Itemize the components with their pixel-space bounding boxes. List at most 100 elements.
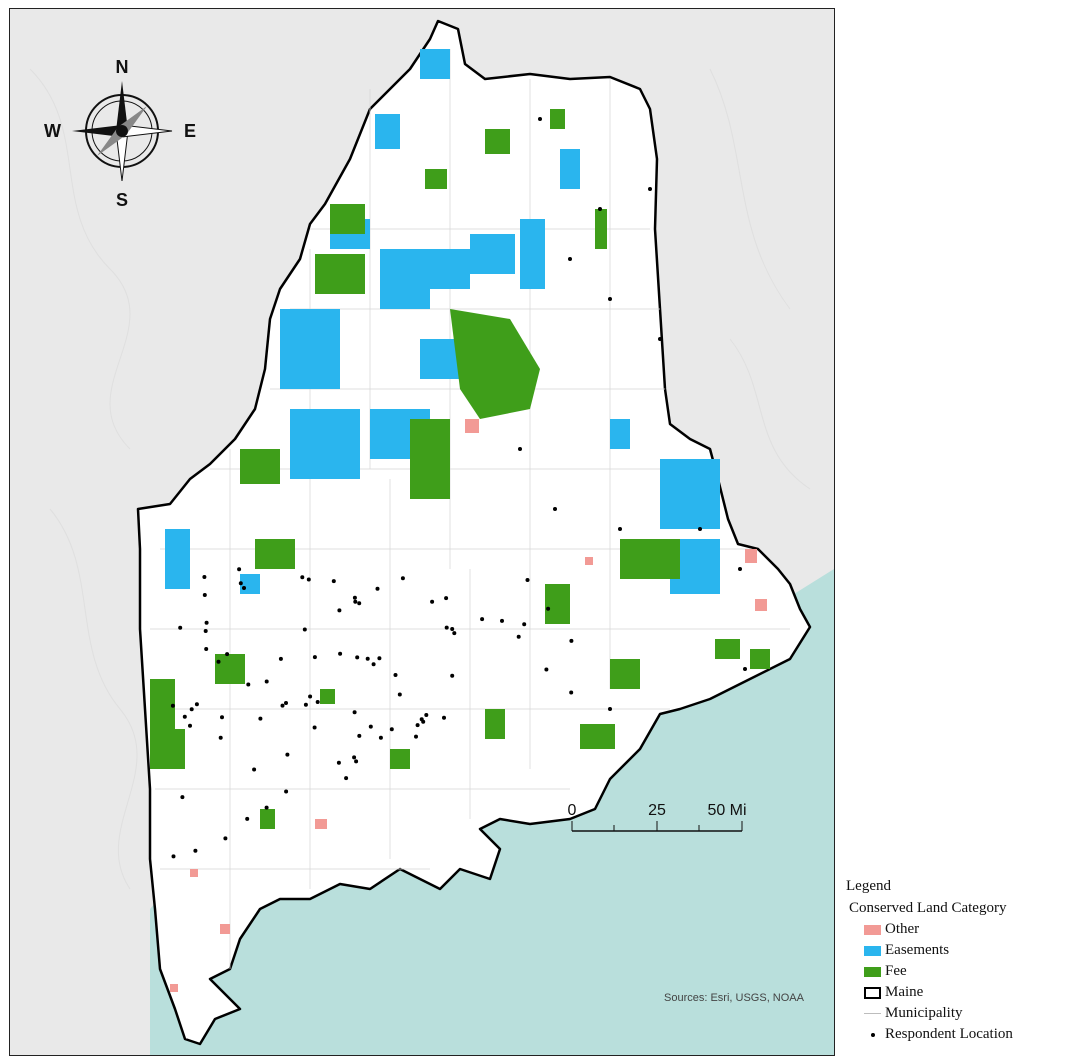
respondent-dot: [302, 627, 307, 632]
legend-item-other: Other: [846, 919, 1061, 940]
respondent-dot: [264, 805, 269, 810]
respondent-dot: [193, 848, 198, 853]
legend-subtitle: Conserved Land Category: [849, 900, 1007, 916]
respondent-dot: [171, 854, 176, 859]
respondent-dot: [194, 702, 199, 707]
respondent-dot: [450, 673, 455, 678]
respondent-dot: [608, 297, 612, 301]
compass-north-label: N: [116, 57, 129, 77]
respondent-dot: [278, 656, 283, 661]
respondent-dot: [377, 656, 382, 661]
respondent-dot: [500, 618, 504, 623]
respondent-dot: [378, 735, 383, 740]
respondent-dot: [598, 207, 602, 211]
scale-label-25: 25: [648, 802, 666, 819]
respondent-dot: [352, 710, 357, 715]
respondent-dot: [444, 596, 449, 601]
respondent-dot: [430, 599, 435, 604]
respondent-dot: [300, 575, 305, 580]
legend-title: Legend: [846, 878, 891, 894]
respondent-dot: [538, 117, 542, 121]
compass-west-label: W: [44, 121, 61, 141]
compass-south-label: S: [116, 190, 128, 210]
respondent-dot: [284, 701, 288, 705]
legend-item-respondent: Respondent Location: [846, 1024, 1061, 1045]
state-outline-icon: [864, 986, 881, 999]
respondent-dot: [442, 715, 446, 720]
respondent-dot: [375, 586, 380, 591]
legend-label-other: Other: [885, 921, 920, 937]
respondent-dot: [522, 622, 527, 627]
respondent-dot: [424, 713, 429, 717]
legend-item-municipality: Municipality: [846, 1003, 1061, 1024]
respondent-dot: [738, 567, 742, 571]
respondent-dot: [568, 257, 572, 261]
respondent-dot: [365, 656, 370, 661]
cyan-swatch-icon: [864, 945, 881, 956]
respondent-dot: [180, 795, 185, 800]
legend-item-maine: Maine: [846, 982, 1061, 1003]
respondent-dot: [397, 692, 402, 697]
legend-label-municipality: Municipality: [885, 1005, 963, 1021]
respondent-dot: [220, 715, 224, 720]
respondent-dot: [618, 527, 622, 531]
respondent-dot: [569, 690, 574, 695]
respondent-dot: [315, 700, 320, 704]
respondent-dot: [400, 576, 405, 581]
respondent-dot: [518, 447, 522, 451]
scale-bar: 0 25 50 Mi: [568, 802, 747, 832]
respondent-dot: [452, 631, 457, 636]
respondent-dot: [284, 789, 289, 794]
respondent-dot: [182, 714, 187, 719]
legend-label-fee: Fee: [885, 963, 907, 979]
scale-label-50: 50 Mi: [707, 802, 746, 819]
respondent-dot: [569, 638, 574, 643]
respondent-dot: [658, 337, 662, 341]
compass-east-label: E: [184, 121, 196, 141]
respondent-dot: [743, 667, 747, 671]
respondent-dot: [242, 586, 246, 590]
pink-swatch-icon: [864, 924, 881, 935]
other-parcels: [170, 419, 767, 992]
respondent-dot: [202, 575, 207, 579]
respondent-dot: [264, 679, 269, 684]
respondent-dot: [188, 723, 192, 728]
respondent-dot: [516, 634, 521, 639]
respondent-dot: [202, 593, 207, 597]
legend-item-easements: Easements: [846, 940, 1061, 961]
respondent-dot: [415, 723, 420, 728]
respondent-dot: [546, 606, 551, 611]
sources-attribution: Sources: Esri, USGS, NOAA: [664, 992, 805, 1004]
green-swatch-icon: [864, 966, 881, 977]
respondent-dot: [553, 507, 557, 511]
respondent-dot: [698, 527, 702, 531]
respondent-dot: [331, 579, 336, 584]
compass-rose: N S E W: [44, 57, 196, 210]
respondent-dot: [306, 577, 311, 582]
map-frame[interactable]: N S E W 0 25 50 Mi Sources: Esri, USGS, …: [9, 8, 835, 1056]
respondent-dot: [525, 578, 530, 582]
map-canvas[interactable]: N S E W 0 25 50 Mi Sources: Esri, USGS, …: [10, 9, 834, 1055]
respondent-dot: [355, 655, 360, 660]
respondent-dot: [648, 187, 652, 191]
respondent-dot: [258, 716, 263, 721]
respondent-dot: [480, 617, 485, 622]
respondent-dot: [225, 652, 230, 657]
respondent-dot: [204, 647, 209, 651]
respondent-dot: [252, 767, 257, 772]
respondent-dot: [344, 776, 349, 781]
legend: Legend Conserved Land Category Other Eas…: [846, 876, 1061, 1045]
respondent-dot: [312, 655, 317, 660]
respondent-dot: [170, 703, 175, 708]
respondent-dot: [189, 707, 194, 712]
respondent-dot: [336, 760, 341, 765]
respondent-dot: [245, 816, 250, 821]
respondent-dot: [444, 625, 449, 630]
municipality-line-icon: [864, 1013, 881, 1014]
terrain-hillshade: [29, 68, 811, 890]
respondent-dot: [246, 682, 251, 687]
respondent-dot: [419, 717, 424, 722]
respondent-dot: [357, 601, 362, 606]
respondent-dot: [216, 659, 221, 664]
respondent-dot: [337, 608, 342, 613]
